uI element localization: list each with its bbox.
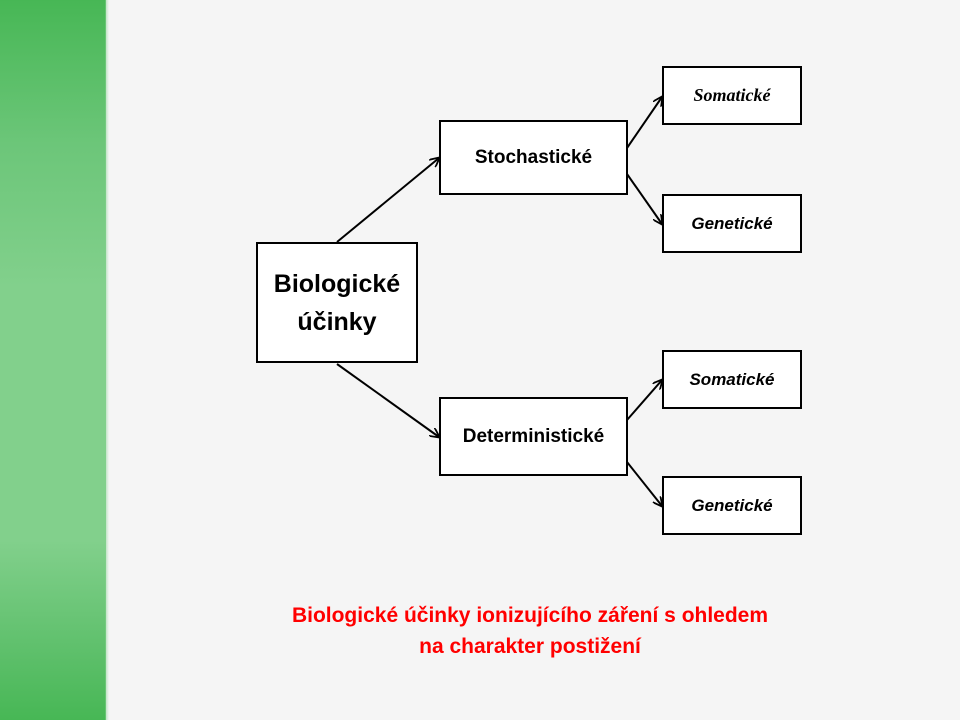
arrow-deterministic-to-genetic [626, 461, 662, 506]
stochastic-somatic-node: Somatické [662, 66, 802, 125]
arrow-stochastic-to-somatic [626, 97, 662, 149]
side-accent-bar [0, 0, 109, 720]
caption-line1: Biologické účinky ionizujícího záření s … [291, 604, 769, 627]
arrow-root-to-deterministic [336, 363, 439, 437]
root-label-line1: Biologické [273, 269, 401, 298]
deterministic-somatic-node: Somatické [662, 350, 802, 409]
caption-line2: na charakter postižení [419, 635, 641, 658]
root-label-line2: účinky [297, 307, 377, 336]
slide-caption: Biologické účinky ionizujícího záření s … [200, 600, 860, 662]
deterministic-somatic-label: Somatické [689, 369, 775, 389]
deterministic-node: Deterministické [439, 397, 628, 476]
arrow-deterministic-to-somatic [626, 380, 662, 421]
deterministic-genetic-node: Genetické [662, 476, 802, 535]
arrow-stochastic-to-genetic [626, 173, 662, 224]
stochastic-somatic-label: Somatické [693, 85, 771, 105]
stochastic-genetic-node: Genetické [662, 194, 802, 253]
stochastic-genetic-label: Genetické [691, 213, 773, 233]
deterministic-genetic-label: Genetické [691, 495, 773, 515]
stochastic-label: Stochastické [474, 146, 593, 168]
arrow-root-to-stochastic [336, 158, 439, 243]
root-node: Biologické účinky [256, 242, 418, 363]
deterministic-label: Deterministické [462, 425, 605, 447]
stochastic-node: Stochastické [439, 120, 628, 195]
